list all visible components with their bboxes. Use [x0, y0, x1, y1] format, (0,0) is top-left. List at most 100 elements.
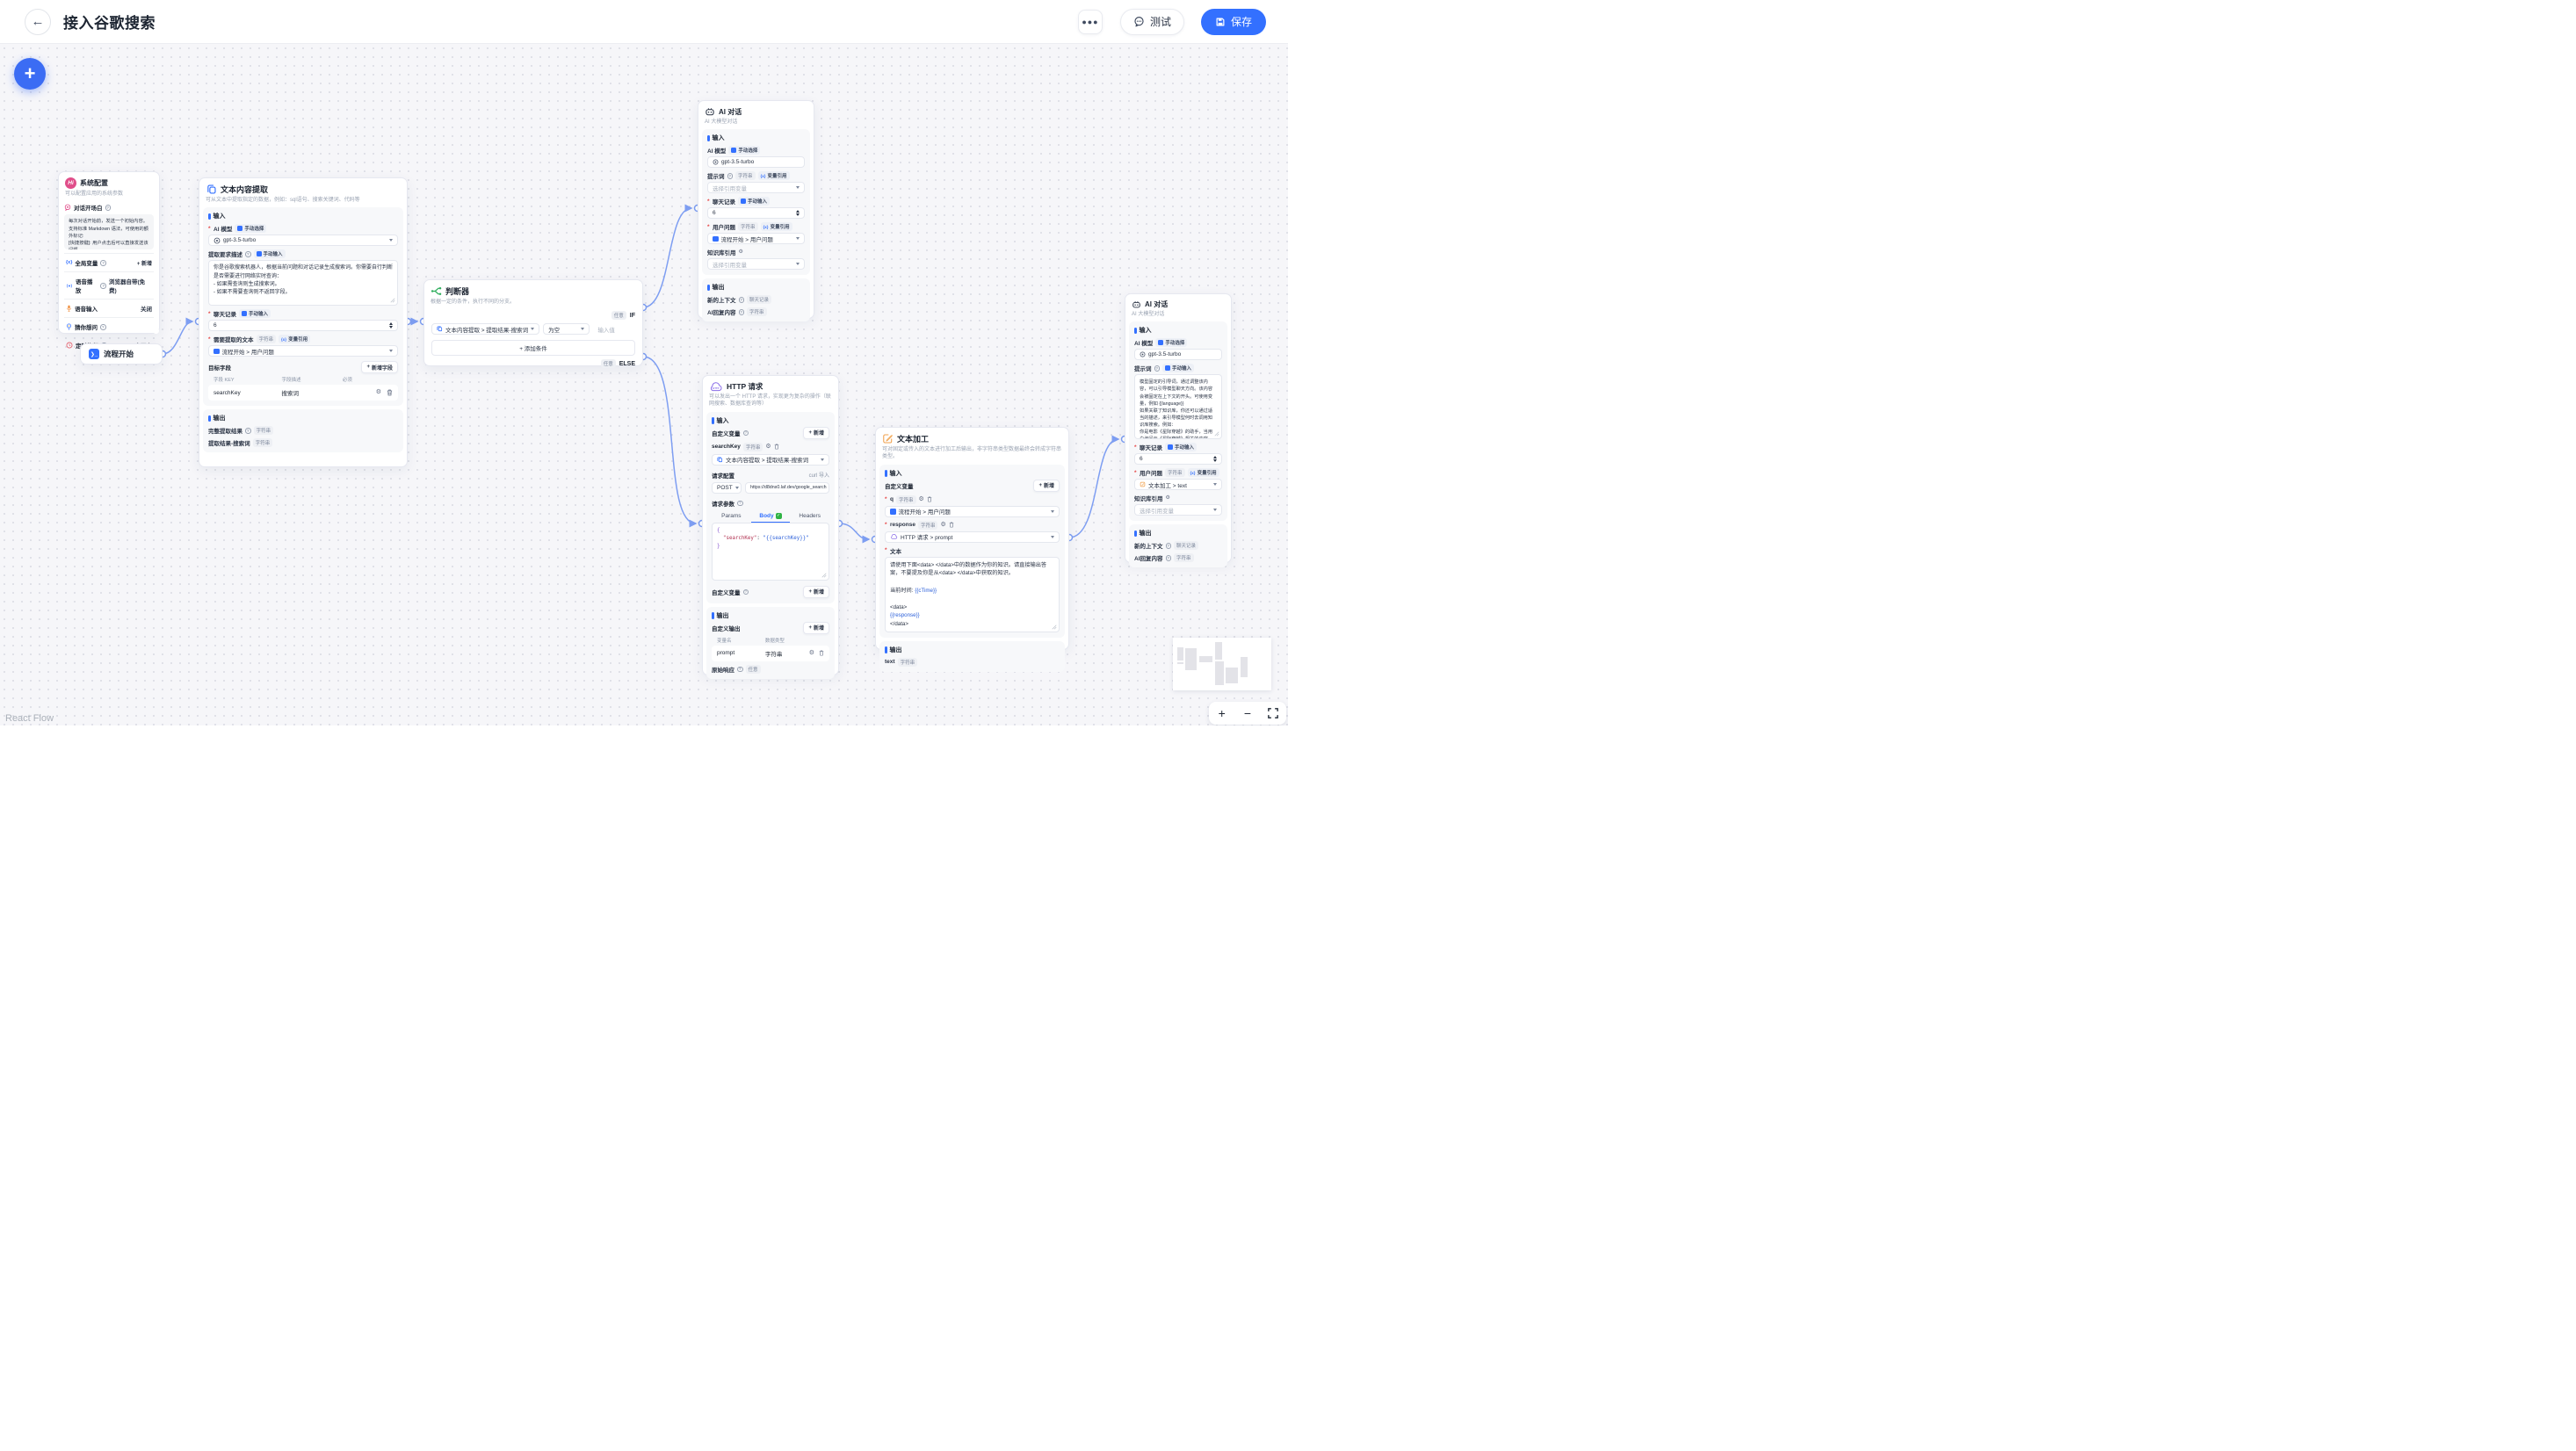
resize-icon[interactable] — [821, 573, 827, 578]
tab-params[interactable]: Params — [721, 513, 742, 520]
help-icon[interactable] — [1165, 543, 1171, 549]
model-select[interactable]: gpt-3.5-turbo — [1134, 349, 1222, 361]
chevron-down-icon — [389, 350, 393, 353]
gear-icon[interactable]: ⚙ — [765, 444, 771, 451]
zoom-out-button[interactable]: − — [1243, 706, 1252, 720]
help-icon[interactable] — [738, 309, 744, 315]
add-node-button[interactable]: + — [14, 58, 46, 90]
node-classifier[interactable]: 判断器 根据一定的条件，执行不同的分支。 任意 IF 文本内容提取 > 提取结果… — [423, 279, 643, 369]
var-q-select[interactable]: 流程开始 > 用户问题 — [885, 505, 1060, 517]
trash-icon[interactable] — [819, 650, 824, 656]
add-var-button[interactable]: 新增 — [1033, 479, 1060, 492]
help-icon[interactable] — [1165, 555, 1171, 561]
method-select[interactable]: POST — [712, 481, 742, 494]
global-var-row: {x} 全局变量 + 新增 — [64, 253, 154, 271]
gear-icon[interactable]: ⚙ — [738, 249, 743, 256]
zoom-in-button[interactable]: + — [1218, 706, 1226, 720]
prompt-select[interactable]: 选择引用变量 — [707, 182, 805, 194]
model-select[interactable]: gpt-3.5-turbo — [208, 235, 398, 247]
help-icon[interactable] — [1154, 365, 1160, 372]
add-var-button[interactable]: 新增 — [803, 426, 829, 439]
chevron-down-icon — [796, 237, 800, 241]
curl-import-button[interactable]: curl 导入 — [808, 473, 829, 480]
gear-icon[interactable]: ⚙ — [808, 650, 814, 657]
node-ai-chat[interactable]: AI 对话 AI 大模型对话 输入 AI 模型 手动选择 gpt-3.5-tur… — [698, 100, 814, 322]
url-input[interactable]: https://d8dns0.laf.dev/google_search — [745, 481, 829, 494]
kb-ref-select[interactable]: 选择引用变量 — [1134, 504, 1222, 516]
minimap[interactable] — [1173, 638, 1271, 690]
test-button[interactable]: 测试 — [1119, 8, 1184, 35]
trash-icon[interactable] — [949, 522, 954, 528]
trash-icon[interactable] — [387, 389, 393, 396]
add-field-button[interactable]: 新增字段 — [361, 361, 398, 374]
flow-start-icon: ❯_ — [89, 349, 99, 359]
condition-op-select[interactable]: 为空 — [543, 323, 590, 336]
resize-icon[interactable] — [1214, 431, 1219, 437]
gear-icon[interactable]: ⚙ — [940, 522, 946, 529]
tab-body[interactable]: Body✓ — [750, 510, 791, 523]
user-question-select[interactable]: 文本加工 > text — [1134, 479, 1222, 491]
stt-row[interactable]: 语音输入 关闭 — [64, 299, 154, 317]
kb-ref-select[interactable]: 选择引用变量 — [707, 258, 805, 271]
model-select[interactable]: gpt-3.5-turbo — [707, 156, 805, 169]
help-icon[interactable] — [100, 260, 106, 266]
node-flow-start[interactable]: ❯_ 流程开始 — [80, 343, 163, 365]
text-template-textarea[interactable]: 请使用下面<data> </data>中的数据作为你的知识。请直接输出答案，不要… — [885, 556, 1060, 632]
target-text-select[interactable]: 流程开始 > 用户问题 — [208, 345, 398, 357]
chat-history-input[interactable]: 6 — [208, 320, 398, 332]
node-http-request[interactable]: HTTP HTTP 请求 可以发出一个 HTTP 请求，实现更为复杂的操作（联网… — [702, 375, 839, 679]
gear-icon[interactable]: ⚙ — [918, 496, 924, 503]
help-icon[interactable] — [742, 588, 749, 596]
node-text-extract[interactable]: 文本内容提取 可从文本中提取指定的数据，例如：sql语句、搜索关键词、代码等 输… — [199, 177, 408, 467]
trash-icon[interactable] — [774, 444, 779, 450]
tab-headers[interactable]: Headers — [799, 513, 821, 520]
condition-ref-select[interactable]: 文本内容提取 > 提取结果-搜索词 — [431, 323, 540, 336]
prompt-textarea[interactable]: 模型固定的引导词，通过调整该内容，可以引导模型聊天方向。该内容会被固定在上下文的… — [1134, 374, 1222, 440]
openai-icon — [1140, 351, 1146, 357]
number-stepper[interactable] — [389, 322, 393, 329]
fit-view-button[interactable] — [1264, 704, 1282, 722]
resize-icon[interactable] — [1052, 624, 1057, 630]
help-icon[interactable] — [737, 666, 743, 673]
resize-icon[interactable] — [390, 298, 395, 303]
var-response-value: HTTP 请求 > prompt — [901, 535, 953, 542]
add-global-var-button[interactable]: + 新增 — [136, 261, 152, 267]
save-button[interactable]: 保存 — [1200, 8, 1266, 35]
gear-icon[interactable]: ⚙ — [1165, 495, 1170, 502]
chat-history-input[interactable]: 6 — [1134, 453, 1222, 466]
string-type-badge: 字符串 — [742, 442, 763, 451]
var-response-select[interactable]: HTTP 请求 > prompt — [885, 531, 1060, 543]
node-text-process[interactable]: 文本加工 可对固定或传入的文本进行加工后输出，非字符串类型数据最终会转成字符串类… — [875, 427, 1069, 672]
add-condition-button[interactable]: 添加条件 — [431, 340, 635, 357]
help-icon[interactable] — [100, 324, 106, 330]
condition-value-input[interactable]: 输入值 — [597, 327, 615, 334]
trash-icon[interactable] — [927, 496, 932, 502]
back-button[interactable]: ← — [25, 8, 51, 35]
var-ref-select[interactable]: 文本内容提取 > 提取结果-搜索词 — [712, 453, 829, 466]
welcome-textarea[interactable]: 每次对话开始前，发送一个初始内容。支持标准 Markdown 语法，可使用的额外… — [64, 214, 154, 250]
prompt-label: 提示词 — [707, 174, 725, 181]
tts-row[interactable]: 语音播放 浏览器自带(免费) — [64, 271, 154, 299]
help-icon[interactable] — [245, 251, 251, 257]
help-icon[interactable] — [105, 205, 111, 211]
add-var-button[interactable]: 新增 — [803, 585, 829, 598]
help-icon[interactable] — [727, 173, 733, 179]
user-question-select[interactable]: 流程开始 > 用户问题 — [707, 233, 805, 245]
node-ai-chat-2[interactable]: AI 对话 AI 大模型对话 输入 AI 模型 手动选择 gpt-3.5-tur… — [1125, 293, 1232, 568]
gear-icon[interactable]: ⚙ — [375, 389, 381, 396]
body-json-editor[interactable]: { "searchKey": "{{searchKey}}" } — [712, 522, 829, 581]
help-icon[interactable] — [245, 428, 251, 434]
chat-history-input[interactable]: 6 — [707, 207, 805, 220]
number-stepper[interactable] — [1213, 456, 1217, 463]
add-output-button[interactable]: 新增 — [803, 621, 829, 634]
help-icon[interactable] — [737, 500, 743, 507]
more-button[interactable]: ●●● — [1077, 9, 1103, 34]
help-icon[interactable] — [738, 297, 744, 303]
svg-text:HTTP: HTTP — [713, 386, 719, 389]
req-desc-textarea[interactable]: 你是谷歌搜索机器人，根据当前问题和对话记录生成搜索词。你需要自行判断是否需要进行… — [208, 260, 398, 307]
help-icon[interactable] — [100, 283, 106, 289]
number-stepper[interactable] — [796, 210, 800, 217]
help-icon[interactable] — [742, 430, 749, 437]
